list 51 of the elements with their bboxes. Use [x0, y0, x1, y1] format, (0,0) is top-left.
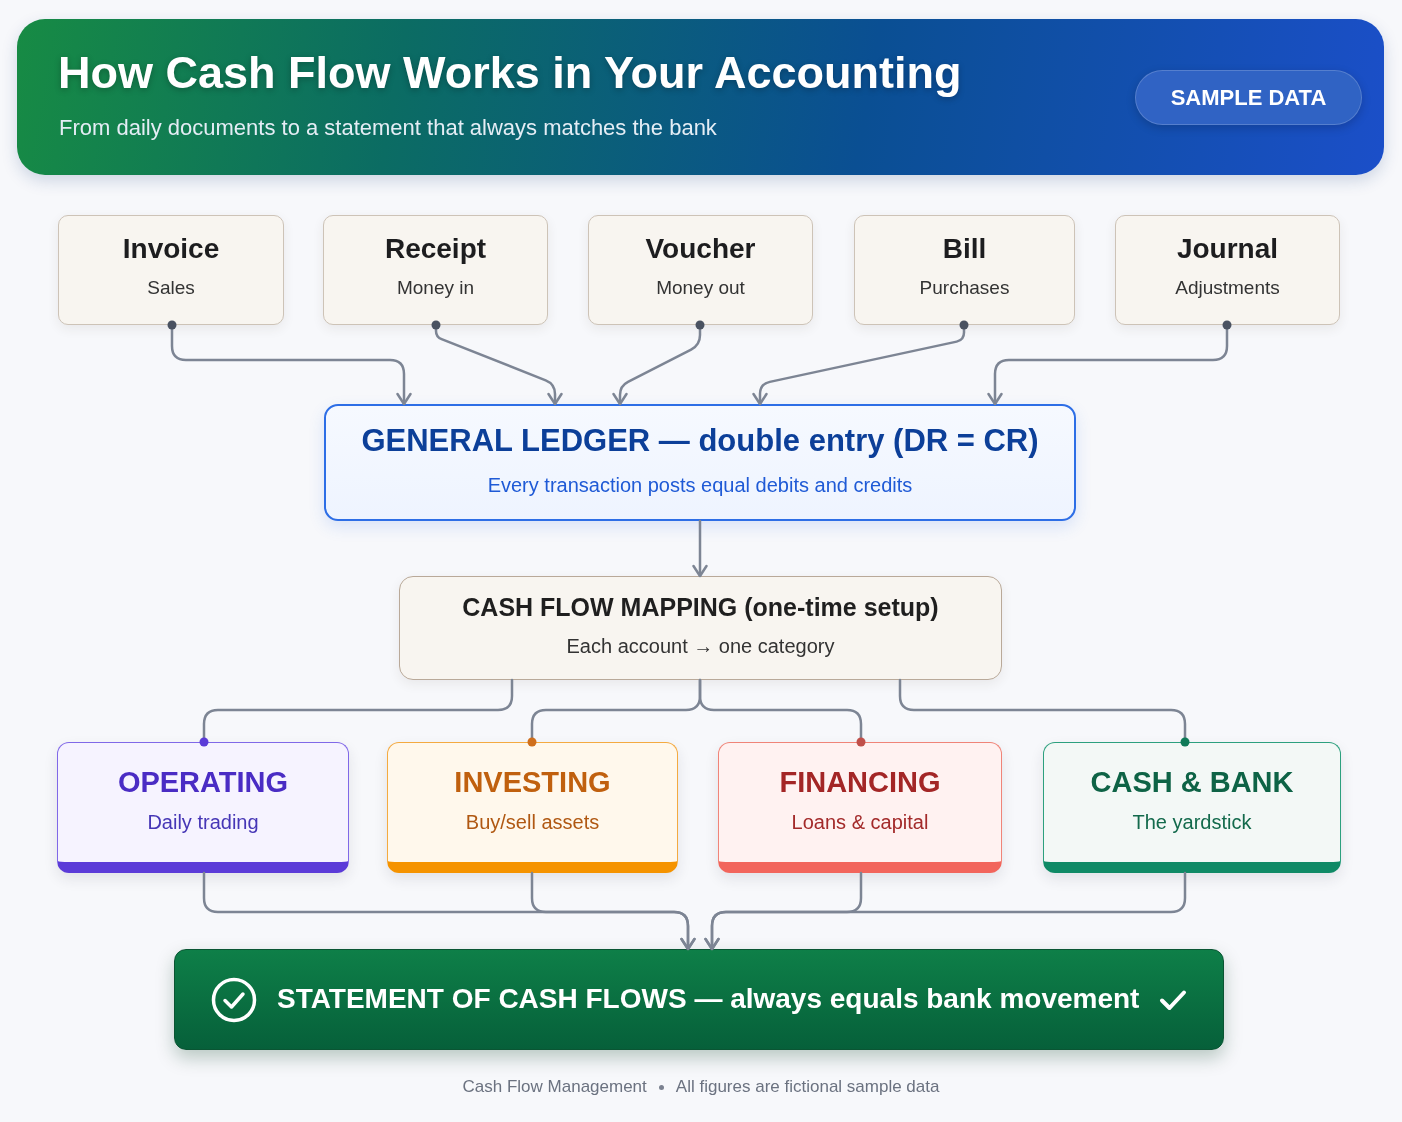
document-subtitle: Purchases — [919, 277, 1010, 300]
category-card — [387, 742, 678, 873]
connector-arrow — [987, 320, 1232, 406]
document-card — [854, 215, 1075, 325]
document-subtitle: Sales — [147, 277, 195, 300]
connector-arrow — [612, 320, 705, 406]
document-card — [588, 215, 813, 325]
header-subtitle: From daily documents to a statement that always matches the bank — [59, 115, 717, 142]
document-subtitle: Adjustments — [1175, 277, 1280, 300]
document-title: Receipt — [384, 234, 487, 265]
document-subtitle: Money out — [656, 277, 745, 300]
connector-line — [898, 678, 1190, 747]
document-title: Journal — [1176, 234, 1279, 265]
category-title: CASH & BANK — [1090, 766, 1294, 799]
connector-line — [199, 678, 514, 747]
statement-banner — [174, 949, 1224, 1050]
connector-arrow — [431, 320, 563, 406]
category-subtitle: Loans & capital — [791, 810, 929, 835]
mapping-title: CASH FLOW MAPPING (one-time setup) — [462, 594, 939, 622]
category-card — [57, 742, 349, 873]
connector-arrow — [167, 320, 412, 406]
category-subtitle: Daily trading — [147, 810, 259, 835]
mapping-panel — [399, 576, 1002, 680]
document-title: Bill — [942, 234, 987, 265]
diagram-title: How Cash Flow Works in Your Accounting — [58, 47, 962, 99]
footer-note: All figures are fictional sample data — [675, 1076, 940, 1098]
category-title: OPERATING — [117, 766, 289, 799]
connector-arrow — [704, 871, 1187, 951]
document-title: Invoice — [122, 234, 220, 265]
category-subtitle: The yardstick — [1132, 810, 1252, 835]
category-card — [718, 742, 1002, 873]
category-title: FINANCING — [779, 766, 941, 799]
document-subtitle: Money in — [396, 277, 475, 300]
sample-data-tag: SAMPLE DATA — [1135, 70, 1362, 125]
connector-line — [698, 678, 866, 747]
ledger-panel — [324, 404, 1076, 521]
ledger-title: GENERAL LEDGER — double entry (DR = CR) — [361, 424, 1039, 459]
ledger-subtitle: Every transaction posts equal debits and credits — [487, 472, 913, 497]
category-title: INVESTING — [454, 766, 611, 799]
document-card — [58, 215, 284, 325]
document-title: Voucher — [645, 234, 756, 265]
connector-arrow — [752, 320, 969, 406]
category-card — [1043, 742, 1341, 873]
mapping-subtitle: Each account → one category — [566, 633, 835, 658]
connector-arrow — [530, 871, 696, 951]
category-subtitle: Buy/sell assets — [465, 810, 600, 835]
footer-note: Cash Flow Management — [462, 1076, 647, 1098]
statement-title: STATEMENT OF CASH FLOWS — always equals bank movement — [277, 983, 1140, 1016]
document-card — [323, 215, 548, 325]
document-card — [1115, 215, 1340, 325]
connector-arrow — [692, 519, 708, 578]
